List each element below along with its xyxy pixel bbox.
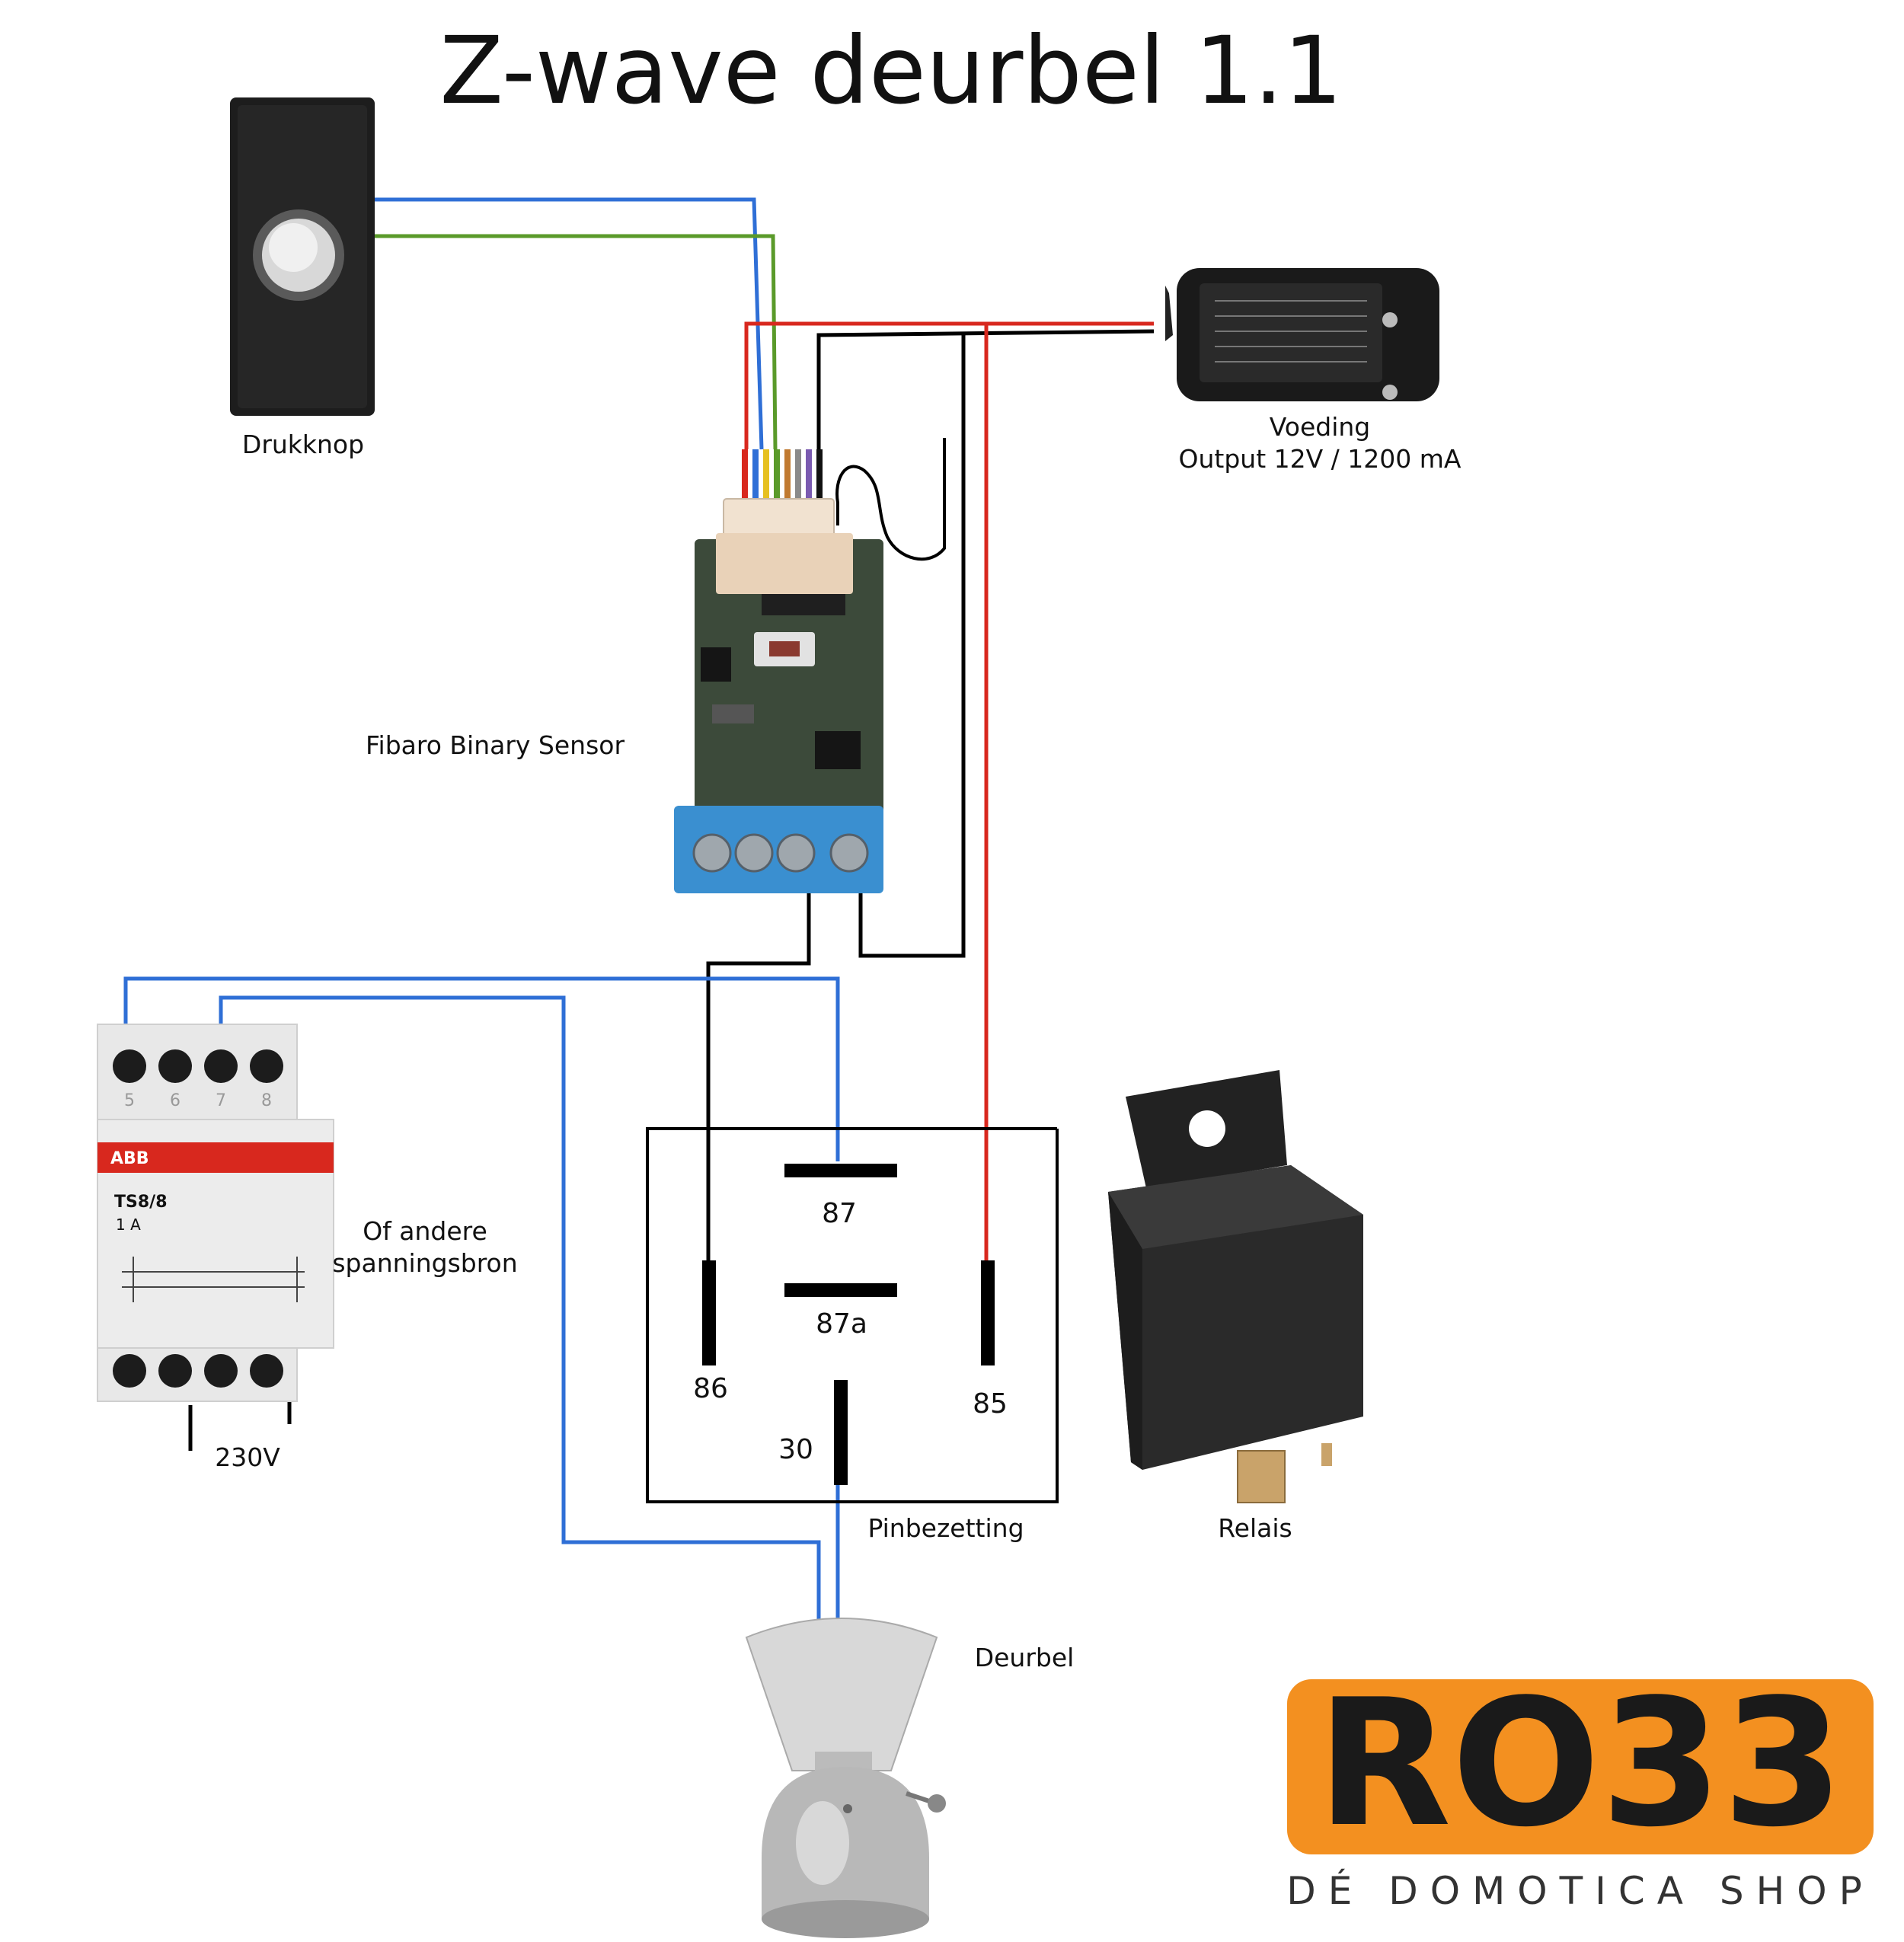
relay-device bbox=[1108, 1070, 1363, 1503]
pinout-diagram: 87 87a 86 85 30 bbox=[646, 1127, 1059, 1503]
transformer-brand: ABB bbox=[110, 1149, 149, 1168]
pin-87a-bar bbox=[784, 1283, 897, 1297]
wire-blue-pin87 bbox=[123, 976, 840, 1161]
wire-antenna bbox=[835, 438, 946, 561]
voeding-device bbox=[1165, 268, 1439, 401]
wire-black-psu-sensor bbox=[816, 329, 1155, 449]
voeding-output-label: Output 12V / 1200 mA bbox=[1179, 444, 1462, 474]
pin-85-label: 85 bbox=[973, 1388, 1008, 1420]
deurbel-device bbox=[745, 1618, 946, 1938]
pin-86-label: 86 bbox=[693, 1373, 728, 1404]
voeding-label: Voeding bbox=[1270, 412, 1370, 442]
drukknop-label: Drukknop bbox=[242, 430, 364, 459]
pin-87-label: 87 bbox=[822, 1198, 857, 1229]
pin-86-bar bbox=[702, 1260, 716, 1365]
pin-87a-label: 87a bbox=[816, 1308, 867, 1340]
mains-label: 230V bbox=[215, 1442, 280, 1472]
source-label-line1: Of andere bbox=[363, 1216, 487, 1246]
wire-green-button bbox=[375, 234, 778, 450]
logo-background bbox=[1287, 1679, 1874, 1854]
pin-30-bar bbox=[834, 1380, 848, 1485]
wire-blue-button bbox=[375, 197, 764, 450]
terminal-7: 7 bbox=[216, 1091, 226, 1110]
source-label-line2: spanningsbron bbox=[332, 1248, 517, 1278]
wire-black-return bbox=[858, 335, 966, 958]
wires bbox=[123, 197, 1155, 1622]
drukknop-device bbox=[230, 97, 375, 416]
ro33-logo: RO33 DÉ DOMOTICA SHOP bbox=[1286, 1663, 1874, 1913]
terminal-5: 5 bbox=[124, 1091, 135, 1110]
terminal-6: 6 bbox=[170, 1091, 180, 1110]
deurbel-label: Deurbel bbox=[975, 1643, 1075, 1672]
sensor-label: Fibaro Binary Sensor bbox=[366, 730, 625, 760]
fibaro-sensor-device bbox=[674, 449, 883, 893]
pinout-box bbox=[646, 1127, 1059, 1503]
terminal-8: 8 bbox=[261, 1091, 272, 1110]
pinout-label: Pinbezetting bbox=[867, 1513, 1024, 1543]
logo-tagline: DÉ DOMOTICA SHOP bbox=[1286, 1868, 1874, 1913]
pin-30-label: 30 bbox=[778, 1434, 813, 1465]
transformer-device: ABB TS8/8 1 A 5 6 7 8 bbox=[97, 1024, 334, 1402]
diagram-title: Z-wave deurbel 1.1 bbox=[439, 17, 1342, 125]
transformer-current: 1 A bbox=[116, 1215, 141, 1234]
wire-blue-bell-a bbox=[219, 995, 821, 1622]
wire-black-pin86 bbox=[706, 883, 811, 1260]
pin-85-bar bbox=[981, 1260, 995, 1365]
pin-87-bar bbox=[784, 1164, 897, 1177]
transformer-model: TS8/8 bbox=[114, 1193, 168, 1212]
wire-red-psu-sensor bbox=[744, 321, 1154, 449]
relay-label: Relais bbox=[1218, 1513, 1292, 1543]
logo-text: RO33 bbox=[1317, 1663, 1845, 1866]
